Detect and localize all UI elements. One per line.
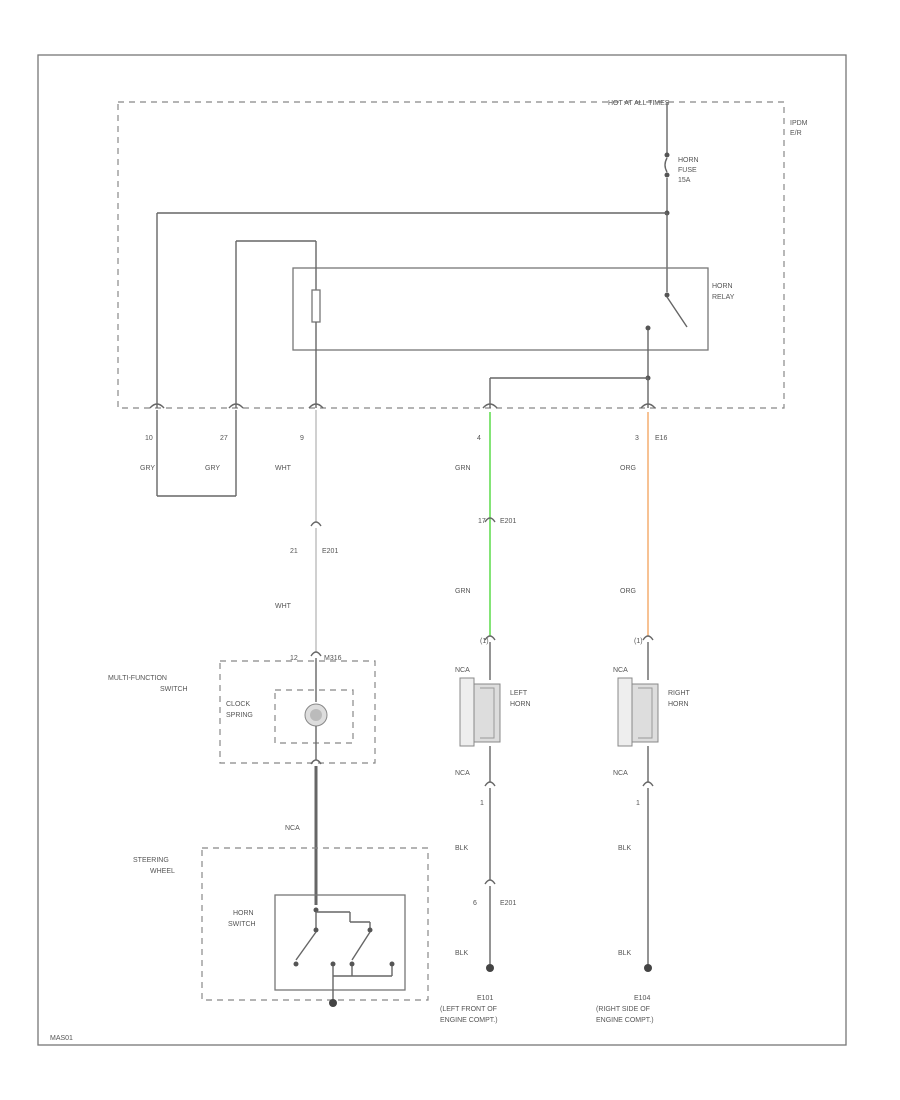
wire-blk-right-2: BLK: [618, 950, 632, 957]
ground-right-label-2: (RIGHT SIDE OF: [596, 1006, 650, 1013]
ground-left-label-2: (LEFT FRONT OF: [440, 1006, 497, 1013]
pin-27: 27: [220, 435, 228, 442]
hot-at-all-times-label: HOT AT ALL TIMES: [608, 100, 670, 107]
steering-ground-point: [329, 999, 337, 1007]
wire-blk-right-1: BLK: [618, 845, 632, 852]
wire-blk-left-1: BLK: [455, 845, 469, 852]
wire-nca-right-top: NCA: [613, 667, 628, 674]
left-horn-label-1: LEFT: [510, 690, 528, 697]
horn-switch-label-1: HORN: [233, 910, 254, 917]
right-horn-icon: [617, 677, 659, 747]
horn-relay-switch: [666, 296, 688, 328]
steering-wheel-label-1: STEERING: [133, 857, 169, 864]
horn-fuse-label-2: FUSE: [678, 167, 697, 174]
wire-nca-left-top: NCA: [455, 667, 470, 674]
left-horn-connector-bottom: [484, 781, 496, 787]
ground-left-label-3: ENGINE COMPT.): [440, 1017, 498, 1024]
wire-org-2: ORG: [620, 588, 636, 595]
steering-wheel-box: [201, 847, 429, 1001]
pin-17-connector: E201: [500, 518, 516, 525]
horn-relay-label-1: HORN: [712, 283, 733, 290]
clock-spring-coil-inner: [310, 709, 322, 721]
m316-connector: [310, 651, 322, 657]
pin-9: 9: [300, 435, 304, 442]
clock-spring-box: [274, 689, 354, 744]
ipdm-connector-pins: [149, 403, 656, 409]
ground-left-label-1: E101: [477, 995, 493, 1002]
pin-4: 4: [477, 435, 481, 442]
pin-6: 6: [473, 900, 477, 907]
left-horn-pin-bottom: 1: [480, 800, 484, 807]
wire-gry-2: GRY: [205, 465, 220, 472]
relay-switch-contact: [645, 325, 651, 331]
fuse-terminal-bottom: [664, 172, 670, 178]
pin-17: 17: [478, 518, 486, 525]
pin-3-connector: E16: [655, 435, 668, 442]
ground-right-label-1: E104: [634, 995, 650, 1002]
pin-3: 3: [635, 435, 639, 442]
horn-relay-box: [292, 267, 709, 351]
horn-switch-label-2: SWITCH: [228, 921, 256, 928]
left-horn-pin-1: (1): [480, 638, 489, 645]
right-horn-connector-bottom: [642, 781, 654, 787]
wire-grn-1: GRN: [455, 465, 471, 472]
clock-spring-connector: [310, 759, 322, 765]
wire-nca-right-bot: NCA: [613, 770, 628, 777]
right-ground-point: [644, 964, 652, 972]
wire-nca-left-bot: NCA: [455, 770, 470, 777]
horn-switch-box: [274, 894, 406, 991]
left-horn-icon: [459, 677, 501, 747]
steering-wheel-label-2: WHEEL: [150, 868, 175, 875]
pin-10: 10: [145, 435, 153, 442]
right-horn-connector-top: [642, 635, 654, 641]
horn-relay-coil: [311, 289, 321, 323]
e201-connector-21: [310, 521, 322, 527]
horn-relay-label-2: RELAY: [712, 294, 735, 301]
relay-switch-pivot: [664, 292, 670, 298]
e201-connector-6: [484, 879, 496, 885]
right-horn-pin-bottom: 1: [636, 800, 640, 807]
fuse-terminal-top: [664, 152, 670, 158]
multifunction-switch-box: [219, 660, 376, 764]
wire-nca-switch: NCA: [285, 825, 300, 832]
clock-spring-label-1: CLOCK: [226, 701, 250, 708]
e201-connector-17: [484, 517, 496, 523]
wire-org-1: ORG: [620, 465, 636, 472]
horn-switch-contacts: [293, 907, 395, 1000]
right-horn-label-2: HORN: [668, 701, 689, 708]
clock-spring-label-2: SPRING: [226, 712, 253, 719]
right-horn-pin-1: (1): [634, 638, 643, 645]
right-horn-label-1: RIGHT: [668, 690, 691, 697]
wire-wht-1: WHT: [275, 465, 292, 472]
horn-fuse-symbol: [664, 157, 668, 173]
pin-12: 12: [290, 655, 298, 662]
footer-code: MAS01: [50, 1035, 73, 1042]
pin-6-connector: E201: [500, 900, 516, 907]
wire-gry-1: GRY: [140, 465, 155, 472]
wire-blk-left-2: BLK: [455, 950, 469, 957]
ipdm-er-box: [117, 101, 785, 409]
horn-fuse-label-3: 15A: [678, 177, 691, 184]
pin-12-connector: M316: [324, 655, 342, 662]
left-horn-label-2: HORN: [510, 701, 531, 708]
diagram-frame: [37, 54, 847, 1046]
left-horn-connector-top: [484, 635, 496, 641]
pin-21: 21: [290, 548, 298, 555]
wire-wht-2: WHT: [275, 603, 292, 610]
wire-grn-2: GRN: [455, 588, 471, 595]
ipdm-label-2: E/R: [790, 130, 802, 137]
left-ground-point: [486, 964, 494, 972]
multifunction-switch-label-1: MULTI-FUNCTION: [108, 675, 167, 682]
multifunction-switch-label-2: SWITCH: [160, 686, 188, 693]
ipdm-label-1: IPDM: [790, 120, 808, 127]
ground-right-label-3: ENGINE COMPT.): [596, 1017, 654, 1024]
pin-21-connector: E201: [322, 548, 338, 555]
horn-fuse-label-1: HORN: [678, 157, 699, 164]
